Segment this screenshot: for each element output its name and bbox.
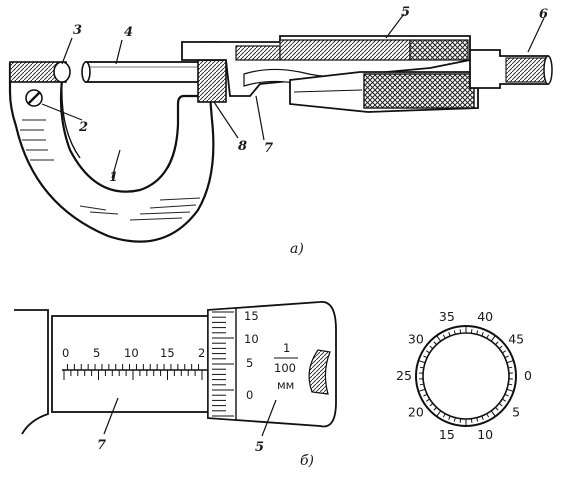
- scale-reading: 0 5 10 15 2 15 10 5 0 1 100 мм 7 5 б): [14, 301, 337, 469]
- dial-tick: [486, 413, 490, 418]
- dial-tick: [442, 413, 446, 418]
- unit-label: мм: [277, 378, 294, 392]
- dial-tick: [495, 341, 499, 345]
- dial-tick: [502, 398, 506, 402]
- dial-label: 0: [524, 368, 532, 383]
- dial-tick: [448, 415, 451, 420]
- thimble-label-0: 0: [246, 388, 253, 402]
- thimble-drum: [207, 301, 337, 428]
- dial-label: 5: [512, 404, 520, 419]
- callout-6: 6: [539, 7, 548, 22]
- dial-tick: [498, 345, 503, 349]
- dial-tick: [433, 407, 437, 411]
- callout-8: 8: [238, 139, 247, 154]
- dial-tick: [418, 360, 426, 364]
- dial-tick: [506, 360, 514, 364]
- sleeve-scale-ticks: [63, 364, 203, 380]
- callout-thimble: 5: [255, 440, 264, 455]
- dial-tick: [481, 415, 484, 420]
- sleeve-label-20: 2: [198, 346, 205, 360]
- callout-4: 4: [124, 25, 133, 40]
- caption-a: а): [290, 241, 304, 257]
- callout-2: 2: [78, 120, 88, 135]
- dial-tick: [436, 335, 442, 342]
- dial-tick: [419, 366, 424, 369]
- dial-tick: [453, 330, 456, 335]
- caption-b: б): [300, 453, 314, 469]
- dial-tick: [506, 388, 514, 392]
- spindle: [85, 61, 215, 83]
- dial-tick: [504, 393, 509, 397]
- dial-tick: [459, 418, 462, 423]
- dial-tick: [498, 403, 503, 407]
- dial-tick: [448, 332, 451, 337]
- dial-tick: [426, 350, 430, 354]
- dial-tick: [459, 329, 462, 334]
- callout-sleeve: 7: [97, 438, 106, 453]
- dial-label: 30: [408, 332, 424, 347]
- dial-tick: [470, 329, 473, 334]
- dial-tick: [508, 383, 513, 386]
- dial-label: 25: [396, 368, 412, 383]
- sleeve-label-15: 15: [160, 346, 175, 360]
- dial-tick: [508, 366, 513, 369]
- dial-tick: [490, 335, 496, 342]
- dial-ticks: [418, 326, 514, 426]
- dial-tick: [436, 410, 442, 417]
- fraction-numerator: 1: [283, 341, 290, 355]
- dial-tick: [418, 388, 426, 392]
- callout-7: 7: [264, 141, 273, 156]
- dial-label: 45: [508, 332, 524, 347]
- dial-tick: [426, 398, 430, 402]
- thimble-label-5: 5: [246, 356, 253, 370]
- dial-label: 15: [439, 427, 455, 442]
- callout-1: 1: [109, 170, 118, 185]
- dial-tick: [476, 330, 479, 335]
- sleeve-label-10: 10: [124, 346, 139, 360]
- dial-tick: [423, 393, 428, 397]
- fraction-denominator: 100: [274, 361, 296, 375]
- dial-tick: [423, 355, 428, 359]
- dial-tick: [486, 334, 490, 339]
- dial-label: 20: [408, 404, 424, 419]
- dial-tick: [429, 403, 434, 407]
- callout-3: 3: [73, 23, 82, 38]
- dial-tick: [502, 350, 506, 354]
- dial-label: 35: [439, 309, 455, 324]
- sleeve-barrel: [51, 315, 213, 413]
- callout-5: 5: [401, 5, 410, 20]
- micrometer-section: 1 2 3 4 5 6 7 8 а): [8, 5, 553, 257]
- dial-tick: [495, 407, 499, 411]
- dial-tick: [504, 355, 509, 359]
- dial-tick: [442, 334, 446, 339]
- dial-tick: [433, 341, 437, 345]
- sleeve-label-5: 5: [93, 346, 100, 360]
- lock-ring: [197, 59, 227, 103]
- dial-tick: [481, 332, 484, 337]
- dial-labels: 0 5 10 15 20 25 30 35 40 45: [396, 309, 532, 442]
- thimble-label-15: 15: [244, 309, 259, 323]
- dial-tick: [476, 417, 479, 422]
- dial-label: 40: [477, 309, 493, 324]
- dial-tick: [490, 410, 496, 417]
- dial-tick: [453, 417, 456, 422]
- sleeve-label-0: 0: [62, 346, 69, 360]
- dial-tick: [470, 418, 473, 423]
- dial-label: 10: [477, 427, 493, 442]
- thimble-scale-ticks: [212, 311, 234, 417]
- dial-tick: [419, 383, 424, 386]
- frame: [8, 62, 215, 243]
- dial-scale: 0 5 10 15 20 25 30 35 40 45: [396, 309, 532, 442]
- thimble-label-10: 10: [244, 332, 259, 346]
- dial-tick: [429, 345, 434, 349]
